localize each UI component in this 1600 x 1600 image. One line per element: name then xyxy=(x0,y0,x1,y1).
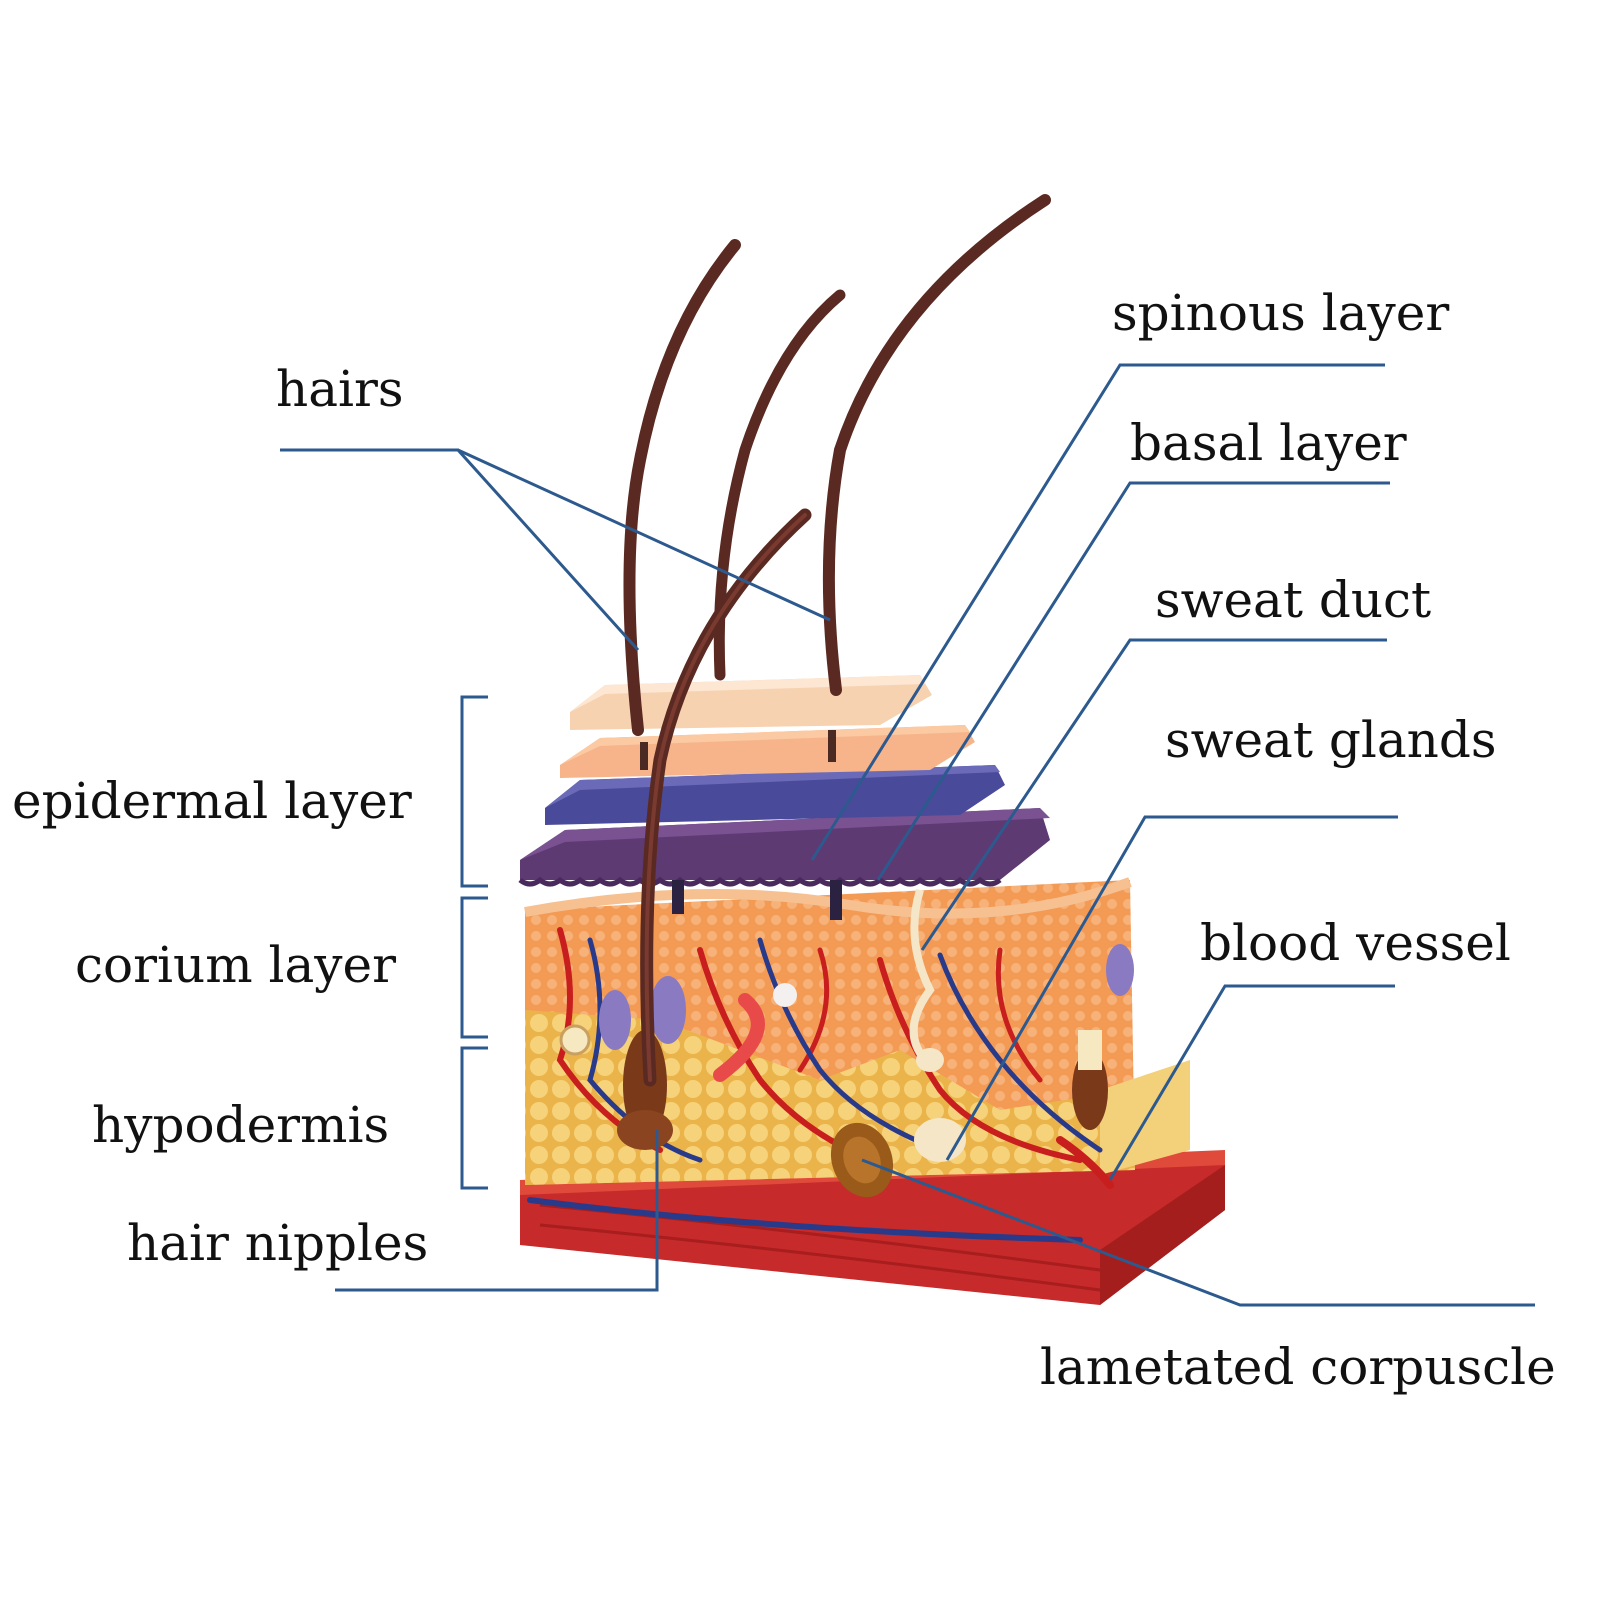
corium-bracket xyxy=(460,896,488,1039)
label-hairs: hairs xyxy=(276,360,404,418)
spinous-plate xyxy=(560,725,975,778)
spinous-layer-leader xyxy=(810,363,1385,861)
hairs-leader-b xyxy=(457,448,831,622)
blood-vessels xyxy=(527,927,1114,1243)
basal-layer-leader xyxy=(876,481,1390,881)
epidermal-bracket xyxy=(460,695,488,888)
label-corium-layer: corium layer xyxy=(75,936,397,994)
label-basal-layer: basal layer xyxy=(1130,414,1407,472)
hair-nipples-leader xyxy=(335,1130,659,1292)
blood-vessel-leader xyxy=(1108,984,1395,1181)
dermis-block xyxy=(524,877,1190,1185)
hairs-leader-a xyxy=(280,448,640,652)
leader-lines xyxy=(280,363,1535,1307)
sweat-duct-leader xyxy=(920,638,1387,951)
label-spinous-layer: spinous layer xyxy=(1112,284,1450,342)
label-hypodermis: hypodermis xyxy=(92,1096,390,1154)
label-lametated-corpuscle: lametated corpuscle xyxy=(1040,1338,1556,1396)
hair-follicle xyxy=(559,976,797,1150)
label-sweat-duct: sweat duct xyxy=(1155,571,1432,629)
label-sweat-glands: sweat glands xyxy=(1165,711,1497,769)
label-hair-nipples: hair nipples xyxy=(127,1214,429,1272)
sweat-glands-leader xyxy=(945,815,1398,1161)
label-epidermal-layer: epidermal layer xyxy=(12,772,412,830)
top-plate xyxy=(570,675,932,730)
hairs-illustration xyxy=(623,194,1051,1087)
hypodermis-bracket xyxy=(460,1046,488,1190)
label-blood-vessel: blood vessel xyxy=(1200,914,1511,972)
lametated-corpuscle-leader xyxy=(861,1158,1535,1307)
